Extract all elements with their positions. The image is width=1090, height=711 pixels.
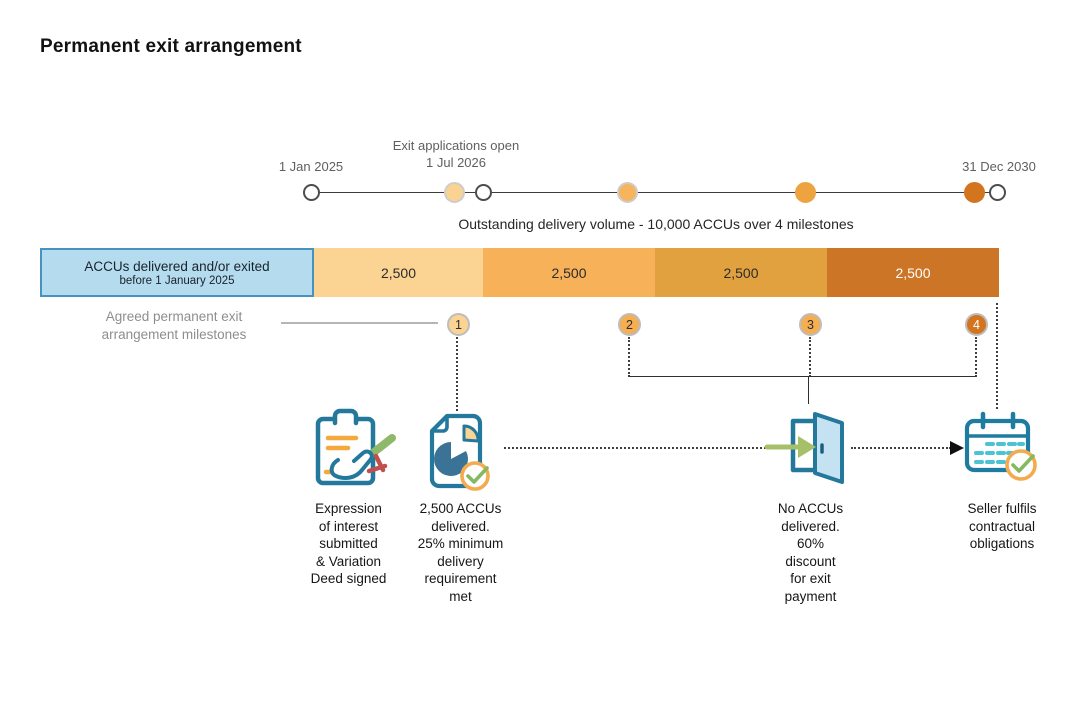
bar-segment-3-value: 2,500 <box>723 264 759 281</box>
connector-milestone1-down <box>456 337 458 411</box>
clipboard-sign-icon <box>315 408 396 486</box>
milestone-4-number: 4 <box>973 317 980 332</box>
step-caption-1: Expression of interest submitted & Varia… <box>310 501 387 586</box>
milestone-1-number: 1 <box>455 317 462 332</box>
milestone-3-number: 3 <box>807 317 814 332</box>
timeline-dot-start-icon <box>303 184 320 201</box>
exit-open-line1: Exit applications open <box>392 138 520 153</box>
document-pie-check-icon <box>429 413 490 491</box>
bar-segment-2: 2,500 <box>483 248 655 297</box>
bar-segment-4-value: 2,500 <box>895 264 931 281</box>
step-caption-3: No ACCUs delivered. 60% discount for exi… <box>777 501 844 604</box>
timeline-dot-end-icon <box>989 184 1006 201</box>
timeline-exit-open-label: Exit applications open 1 Jul 2026 <box>366 138 546 171</box>
timeline-end-date: 31 Dec 2030 <box>962 159 1036 174</box>
timeline-dot-milestone3-icon <box>795 182 816 203</box>
timeline-dot-milestone2-icon <box>617 182 638 203</box>
bar-segment-2-value: 2,500 <box>551 264 587 281</box>
timeline-dot-milestone4-icon <box>964 182 985 203</box>
milestones-label: Agreed permanent exit arrangement milest… <box>101 309 247 342</box>
bracket-stem <box>808 377 809 404</box>
milestone-2-number: 2 <box>626 317 633 332</box>
timeline-dot-milestone1-icon <box>444 182 465 203</box>
delivered-box-line1: ACCUs delivered and/or exited <box>84 258 270 274</box>
bar-segment-1: 2,500 <box>314 248 483 297</box>
milestones-2-4-bracket <box>629 376 976 377</box>
connector-doc-to-door <box>504 447 766 449</box>
milestone-circle-1: 1 <box>447 313 470 336</box>
milestone-circle-2: 2 <box>618 313 641 336</box>
exit-open-line2: 1 Jul 2026 <box>426 154 486 170</box>
arrowhead-icon <box>950 441 964 455</box>
timeline-dot-open-icon <box>475 184 492 201</box>
milestones-pointer-line <box>281 322 438 324</box>
delivered-exited-box: ACCUs delivered and/or exited before 1 J… <box>40 248 314 297</box>
bar-segment-4: 2,500 <box>827 248 999 297</box>
delivered-box-line2: before 1 January 2025 <box>119 274 235 287</box>
calendar-check-icon <box>964 411 1037 481</box>
milestone-circle-3: 3 <box>799 313 822 336</box>
timeline-start-date: 1 Jan 2025 <box>278 159 344 174</box>
bar-segment-3: 2,500 <box>655 248 827 297</box>
outstanding-volume-label: Outstanding delivery volume - 10,000 ACC… <box>458 216 854 232</box>
connector-door-to-calendar <box>851 447 951 449</box>
bar-segment-1-value: 2,500 <box>380 264 417 281</box>
timeline-axis <box>311 192 998 193</box>
milestone-circle-4: 4 <box>965 313 988 336</box>
step-caption-2: 2,500 ACCUs delivered. 25% minimum deliv… <box>417 501 504 604</box>
connector-milestone4-down <box>975 337 977 377</box>
step-caption-4: Seller fulfils contractual obligations <box>967 501 1037 551</box>
connector-milestone3-down <box>809 337 811 377</box>
page-title: Permanent exit arrangement <box>40 36 302 57</box>
exit-door-icon <box>764 412 844 484</box>
connector-bar-end-down <box>996 303 998 409</box>
connector-milestone2-down <box>628 337 630 377</box>
